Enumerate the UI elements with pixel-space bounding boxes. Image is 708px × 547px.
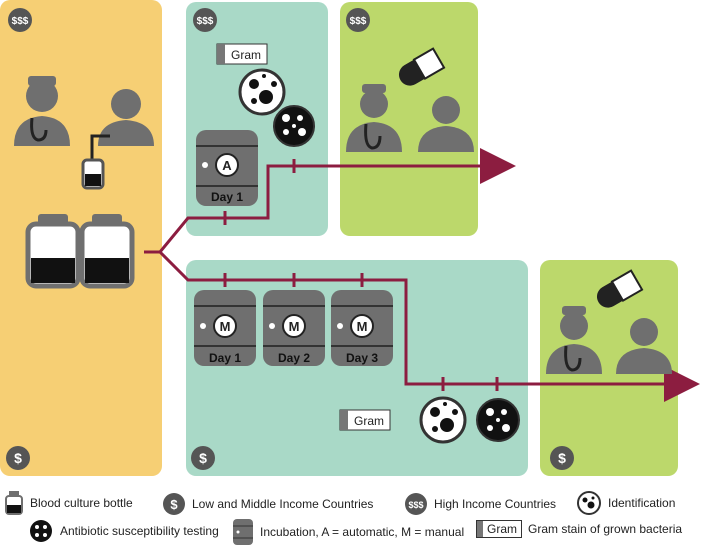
incubator-icon	[233, 519, 253, 545]
stethoscope-icon	[30, 117, 48, 142]
stethoscope-icon	[564, 345, 582, 372]
svg-text:A: A	[222, 158, 232, 173]
doctor-icon	[546, 306, 602, 374]
patient-icon	[616, 318, 672, 374]
svg-text:Gram: Gram	[354, 414, 384, 428]
low-income-icon: $	[191, 446, 215, 470]
svg-text:$$$: $$$	[408, 500, 423, 510]
susceptibility-plate-icon	[30, 520, 52, 542]
svg-text:Day 1: Day 1	[209, 351, 241, 365]
high-income-icon: $$$	[405, 493, 427, 515]
doctor-icon	[346, 84, 402, 152]
legend-blood-culture-bottle: Blood culture bottle	[4, 490, 133, 516]
legend-identification-text: Identification	[608, 496, 676, 510]
svg-text:M: M	[220, 319, 231, 334]
high-income-timeline	[144, 148, 516, 254]
svg-text:$$$: $$$	[12, 16, 29, 27]
legend-identification: Identification	[576, 490, 675, 516]
blood-draw-bottle-icon	[81, 134, 110, 190]
legend-ast-text: Antibiotic susceptibility testing	[60, 524, 219, 538]
blood-culture-bottle-icon	[79, 214, 135, 289]
gram-stain-label: Gram	[339, 409, 391, 431]
blood-culture-bottle-icon	[25, 214, 81, 289]
blood-culture-bottle-icon	[5, 491, 23, 515]
legend-high-income-text: High Income Countries	[434, 497, 557, 511]
low-income-icon: $	[163, 493, 185, 515]
patient-icon	[418, 96, 474, 152]
incubator-manual-day1-icon: M Day 1	[194, 290, 256, 366]
svg-text:Day 3: Day 3	[346, 351, 378, 365]
svg-text:M: M	[289, 319, 300, 334]
susceptibility-plate-icon	[273, 105, 315, 147]
legend-low-middle-income-text: Low and Middle Income Countries	[192, 497, 374, 511]
high-income-treatment-panel	[340, 2, 478, 236]
svg-text:M: M	[357, 319, 368, 334]
high-income-icon: $$$	[346, 8, 370, 32]
svg-text:$$$: $$$	[197, 16, 214, 27]
low-income-icon: $	[550, 446, 574, 470]
legend-gram-stain-text: Gram stain of grown bacteria	[528, 522, 683, 536]
gram-stain-label: Gram	[216, 43, 268, 65]
svg-text:$: $	[14, 450, 22, 466]
incubator-manual-day2-icon: M Day 2	[263, 290, 325, 366]
identification-plate-icon	[238, 68, 286, 116]
antibiotic-pills-icon	[398, 47, 446, 86]
legend-blood-culture-bottle-text: Blood culture bottle	[30, 496, 133, 510]
svg-text:Gram: Gram	[231, 48, 261, 62]
timeline-ticks	[223, 159, 499, 391]
svg-text:Day 2: Day 2	[278, 351, 310, 365]
stethoscope-icon	[364, 123, 382, 150]
legend-high-income: $$$ High Income Countries	[404, 492, 556, 516]
svg-text:$: $	[170, 497, 178, 512]
legend-incubation: Incubation, A = automatic, M = manual	[232, 518, 464, 546]
high-income-icon: $$$	[8, 8, 32, 32]
patient-icon	[98, 89, 154, 146]
high-income-icon: $$$	[193, 8, 217, 32]
antibiotic-pills-icon	[596, 269, 644, 308]
low-income-timeline	[158, 250, 700, 402]
legend-incubation-text: Incubation, A = automatic, M = manual	[260, 525, 465, 539]
svg-text:$$$: $$$	[350, 16, 367, 27]
susceptibility-plate-icon	[476, 398, 520, 442]
legend-low-middle-income: $ Low and Middle Income Countries	[162, 492, 373, 516]
svg-text:$: $	[558, 450, 566, 466]
legend-gram-stain: Gram Gram stain of grown bacteria	[476, 520, 682, 538]
legend: Blood culture bottle $ Low and Middle In…	[0, 480, 708, 547]
gram-stain-label: Gram	[476, 520, 522, 538]
low-income-icon: $	[6, 446, 30, 470]
doctor-icon	[14, 76, 70, 146]
legend-ast: Antibiotic susceptibility testing	[28, 518, 219, 544]
workflow-diagram: $$$ $$$ $$$ $ $ $	[0, 0, 700, 476]
incubator-automatic-icon: A Day 1	[196, 130, 258, 206]
incubator-manual-day3-icon: M Day 3	[331, 290, 393, 366]
identification-plate-icon	[419, 396, 467, 444]
identification-plate-icon	[577, 491, 601, 515]
svg-text:$: $	[199, 450, 207, 466]
svg-text:Day 1: Day 1	[211, 190, 243, 204]
